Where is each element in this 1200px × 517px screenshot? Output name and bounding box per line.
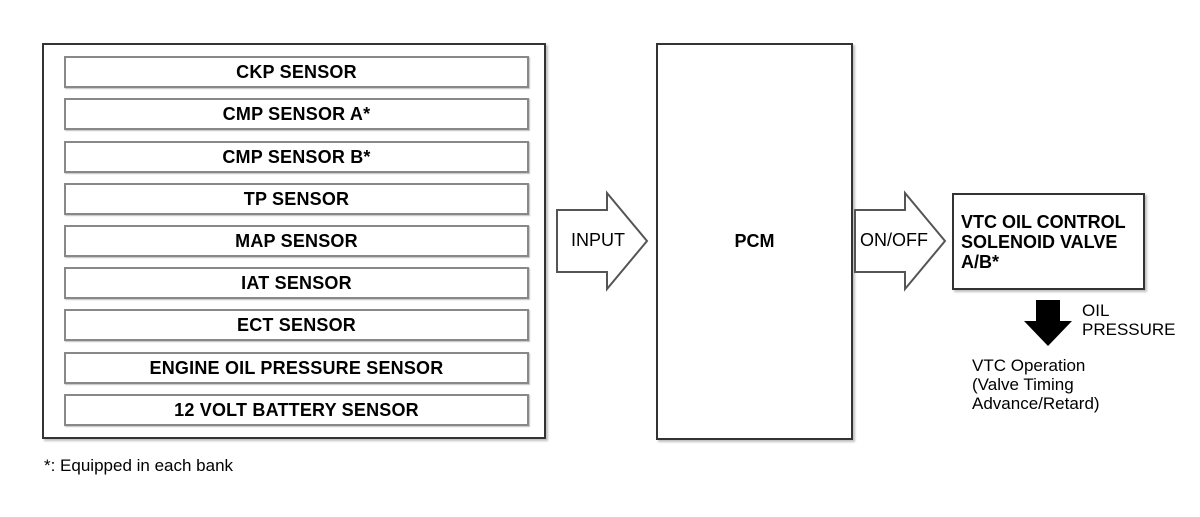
sensor-panel: CKP SENSOR CMP SENSOR A* CMP SENSOR B* T…: [42, 43, 546, 439]
pcm-label: PCM: [734, 231, 775, 251]
input-arrow: [556, 190, 649, 292]
output-arrow-shape: [854, 190, 947, 292]
sensor-box-ect: ECT SENSOR: [64, 309, 529, 341]
sensor-box-cmp-b: CMP SENSOR B*: [64, 141, 529, 173]
vtc-operation-line-3: Advance/Retard): [972, 394, 1100, 413]
vtc-operation-line-2: (Valve Timing: [972, 375, 1074, 394]
vtc-valve-line-3: A/B*: [961, 252, 1000, 272]
sensor-box-ckp: CKP SENSOR: [64, 56, 529, 88]
vtc-operation-text: VTC Operation (Valve Timing Advance/Reta…: [972, 356, 1100, 413]
oil-pressure-arrow-shape: [1024, 300, 1072, 346]
output-arrow: [854, 190, 947, 292]
output-arrow-label: ON/OFF: [860, 230, 928, 250]
vtc-valve-line-1: VTC OIL CONTROL: [961, 212, 1126, 232]
sensor-box-12v-battery: 12 VOLT BATTERY SENSOR: [64, 394, 529, 426]
footnote: *: Equipped in each bank: [44, 456, 234, 475]
sensor-box-iat: IAT SENSOR: [64, 267, 529, 299]
pcm-box: PCM: [656, 43, 853, 440]
vtc-operation-line-1: VTC Operation: [972, 356, 1086, 375]
input-arrow-shape: [556, 190, 649, 292]
sensor-box-map: MAP SENSOR: [64, 225, 529, 257]
sensor-box-tp: TP SENSOR: [64, 183, 529, 215]
vtc-valve-line-2: SOLENOID VALVE: [961, 232, 1118, 252]
sensor-box-cmp-a: CMP SENSOR A*: [64, 98, 529, 130]
sensor-box-engine-oil-pressure: ENGINE OIL PRESSURE SENSOR: [64, 352, 529, 384]
oil-pressure-arrow: [1024, 300, 1072, 346]
vtc-valve-box: VTC OIL CONTROL SOLENOID VALVE A/B*: [952, 193, 1145, 290]
oil-pressure-line-1: OIL: [1082, 301, 1110, 320]
input-arrow-label: INPUT: [571, 230, 625, 250]
oil-pressure-label: OIL PRESSURE: [1082, 301, 1176, 339]
oil-pressure-line-2: PRESSURE: [1082, 320, 1176, 339]
